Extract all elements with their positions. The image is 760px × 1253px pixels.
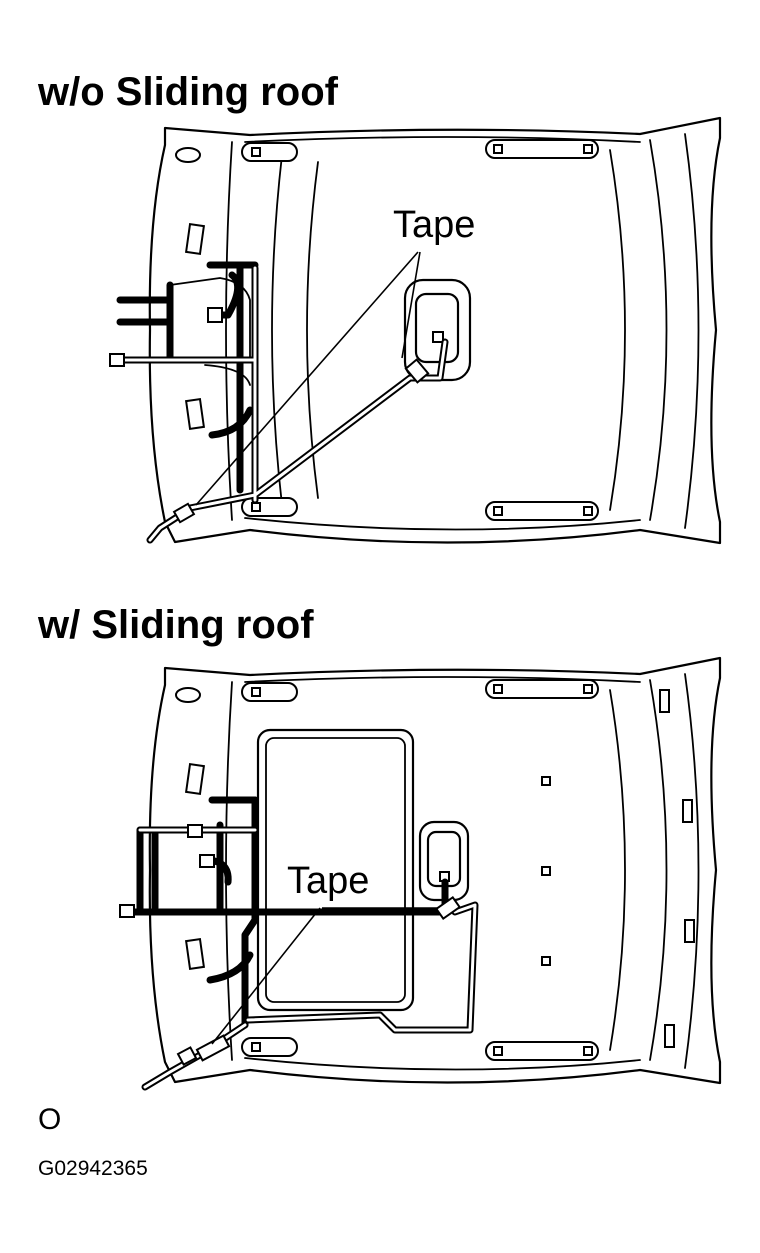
wire-harness	[109, 261, 449, 544]
tape-markers	[176, 895, 462, 1066]
sliding-roof-opening	[256, 728, 415, 1012]
tape-label-upper: Tape	[393, 204, 476, 246]
headliner-diagram-without-sliding-roof	[109, 116, 722, 545]
headliner-diagram-with-sliding-roof	[119, 656, 722, 1091]
tape-leader-lines	[211, 907, 438, 1045]
heading-with-sliding-roof: w/ Sliding roof	[38, 603, 314, 647]
tape-leader-lines	[195, 251, 421, 506]
heading-without-sliding-roof: w/o Sliding roof	[38, 70, 338, 114]
corner-mark: O	[38, 1103, 62, 1136]
figure-code: G02942365	[38, 1157, 148, 1180]
tape-markers	[172, 358, 430, 524]
tape-label-lower: Tape	[287, 860, 370, 902]
